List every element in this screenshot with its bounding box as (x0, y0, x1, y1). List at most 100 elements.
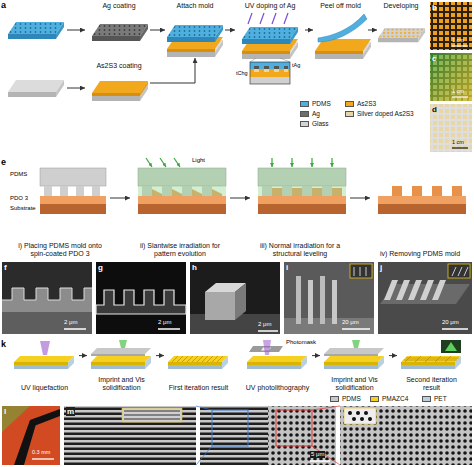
zoom-lines (196, 406, 340, 465)
photo-c (452, 96, 468, 97)
k-imprint-2 (324, 356, 384, 362)
cross-section-inset (250, 69, 290, 77)
k-first-result (222, 356, 228, 369)
flow-arrow (110, 198, 130, 199)
sem-j (452, 267, 456, 276)
stage-i (40, 204, 106, 214)
sem-f (2, 288, 92, 334)
ag-coated-mold (92, 36, 140, 41)
k-second-result (404, 360, 457, 361)
stage-iii (331, 158, 332, 167)
annotation-label: 2 μm (64, 319, 77, 326)
step-caption-block: As2S3 coating (88, 62, 150, 70)
photo-l (30, 409, 60, 426)
pdms-mold (8, 22, 64, 39)
process-step: iii) Normal irradiation for a structural… (250, 158, 350, 258)
flow-arrow (225, 30, 235, 31)
legend-swatch (345, 111, 354, 117)
annotation-label: tAg (292, 62, 300, 68)
uv-doping-stack (242, 39, 298, 51)
legend-swatch (345, 101, 354, 107)
legend-swatch (330, 396, 339, 402)
process-step: ii) Slantwise irradiation for pattern ev… (130, 158, 230, 258)
step-caption: Imprint and Vis solidification (320, 376, 389, 392)
legend-text: As2S3 (357, 100, 376, 108)
annotation-label: 1 cm (452, 88, 464, 94)
photo-b (452, 45, 468, 46)
k-imprint (145, 356, 151, 369)
k-second-result (445, 342, 457, 351)
stage-iv (392, 186, 402, 196)
zoom-lines (196, 406, 212, 410)
sem-m-gratings (64, 406, 196, 465)
annotation-label: 5 μm (310, 451, 325, 458)
sem-j (442, 328, 468, 330)
cross-section-inset (250, 77, 290, 84)
step-caption-block: First iteration result (164, 384, 233, 392)
sem-j (396, 280, 410, 300)
stage-i (76, 186, 84, 196)
process-step: UV liquefaction (10, 340, 79, 392)
process-arrow (67, 30, 85, 31)
process-step: Developing (377, 2, 425, 58)
panel-letter: l (4, 407, 6, 416)
sem-m-gratings (64, 406, 196, 465)
stage-iii (271, 158, 272, 167)
flow-arrow (230, 198, 250, 199)
k-imprint (91, 362, 145, 365)
sem-h (258, 330, 278, 332)
process-step: Peel off mold (313, 2, 368, 58)
legend-entry: Glass (300, 120, 329, 128)
legend-text: PET (434, 395, 447, 403)
panel-letter: h (192, 263, 197, 272)
sem-m-holes (340, 406, 472, 465)
stage-ii (160, 158, 166, 167)
attached-stack (167, 37, 223, 52)
step-caption: ii) Slantwise irradiation for pattern ev… (130, 242, 230, 258)
step-caption: i) Placing PDMS mold onto spin-coated PD… (10, 242, 110, 258)
developed-pattern (378, 38, 418, 42)
developed-pattern (418, 28, 425, 42)
process-step: Imprint and Vis solidification (87, 340, 156, 392)
annotation-label: 0.3 mm (32, 449, 50, 455)
step-caption: Imprint and Vis solidification (87, 376, 156, 392)
k-imprint (91, 354, 145, 356)
annotation-label: 1 cm (452, 139, 464, 145)
step-caption-block: Second iteration result (397, 376, 466, 392)
cross-section-inset (254, 69, 259, 72)
panel-letter: d (432, 105, 437, 114)
annotation-label: tChg (236, 70, 248, 76)
k-imprint (119, 340, 127, 348)
sem-m-overview (200, 406, 336, 465)
sem-h (235, 283, 246, 320)
developed-pattern (378, 28, 425, 42)
sem-m-holes (348, 411, 352, 415)
k-first-result (168, 362, 222, 365)
cross-section-inset (254, 66, 259, 69)
sem-j (378, 262, 472, 334)
uv-light (260, 13, 264, 24)
k-liquefaction (14, 362, 68, 365)
legend-entry: Ag (300, 110, 320, 118)
cross-section-inset (264, 66, 269, 69)
legend-text: Ag (312, 110, 320, 118)
legend-entry: PDMS (300, 100, 331, 108)
step-caption-block: ii) Slantwise irradiation for pattern ev… (130, 242, 230, 258)
step-caption: UV photolithography (243, 384, 312, 392)
sem-j (448, 264, 470, 278)
process-step: Ag coating (88, 2, 150, 58)
cross-section-inset (250, 62, 290, 84)
panel-letter: g (98, 263, 103, 272)
step-caption-block: UV photolithography (243, 384, 312, 392)
zoom-lines (196, 446, 212, 465)
process-step: Second iteration result (397, 340, 466, 392)
sem-f (2, 312, 92, 334)
step-caption: Peel off mold (313, 2, 368, 10)
uv-doping-stack (242, 27, 298, 39)
step-caption-block: iv) Removing PDMS mold (370, 250, 470, 258)
sem-i (350, 264, 372, 278)
k-imprint-2 (352, 340, 360, 348)
k-first-result (182, 356, 188, 362)
sem-i (308, 280, 313, 324)
sem-i (296, 276, 301, 324)
